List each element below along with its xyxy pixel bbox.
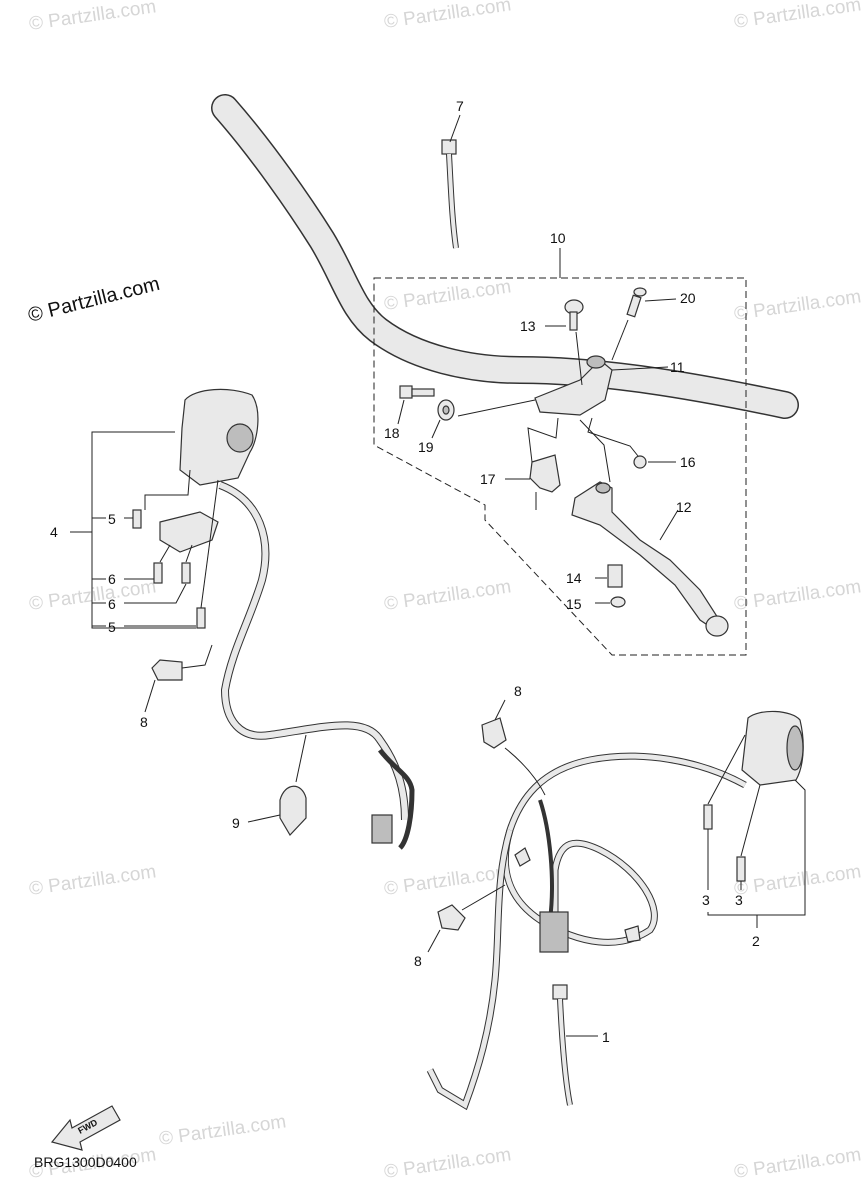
callout-17: 17 [480, 471, 496, 487]
watermark: © Partzilla.com [28, 0, 158, 35]
callout-2: 2 [752, 933, 760, 949]
screw-6-upper [153, 562, 163, 584]
callout-15: 15 [566, 596, 582, 612]
callout-9: 9 [232, 815, 240, 831]
watermark: © Partzilla.com [158, 1111, 288, 1150]
callout-8-lower: 8 [414, 953, 422, 969]
callout-8-upper-right: 8 [514, 683, 522, 699]
clamp-9 [279, 785, 307, 836]
callout-20: 20 [680, 290, 696, 306]
brand-watermark: © Partzilla.com [26, 273, 162, 327]
handlebar [211, 94, 799, 419]
callout-5-lower: 5 [108, 619, 116, 635]
watermark: © Partzilla.com [733, 1144, 863, 1183]
watermark: © Partzilla.com [733, 286, 863, 325]
clamp-8-lower [437, 904, 466, 931]
watermark: © Partzilla.com [383, 1144, 513, 1183]
bolt-13 [564, 299, 584, 331]
callout-10: 10 [550, 230, 566, 246]
clamp-8-upper-right [481, 717, 507, 749]
cable-tie-7 [441, 139, 459, 249]
watermark: © Partzilla.com [733, 861, 863, 900]
callout-11: 11 [670, 359, 685, 375]
cable-tie-1 [552, 984, 573, 1106]
bolt-20 [626, 287, 647, 318]
clutch-lever-12 [571, 481, 729, 637]
screw-5-lower [196, 607, 206, 629]
watermark: © Partzilla.com [28, 576, 158, 615]
callout-1: 1 [602, 1029, 610, 1045]
callout-13: 13 [520, 318, 536, 334]
screw-6-lower [181, 562, 191, 584]
diagram-code: BRG1300D0400 [34, 1154, 137, 1170]
handlebar-switch-right [741, 710, 804, 786]
callout-12: 12 [676, 499, 692, 515]
callout-16: 16 [680, 454, 696, 470]
screw-3-left [703, 804, 713, 830]
callout-6-lower: 6 [108, 596, 116, 612]
callout-7: 7 [456, 98, 464, 114]
callout-4: 4 [50, 524, 58, 540]
circlip-15 [610, 596, 626, 608]
washer-19 [437, 399, 455, 421]
clamp-8-left [151, 659, 183, 681]
watermark: © Partzilla.com [383, 276, 513, 315]
watermark: © Partzilla.com [733, 0, 863, 33]
callout-6-upper: 6 [108, 571, 116, 587]
watermark: © Partzilla.com [28, 861, 158, 900]
collar-14 [607, 564, 623, 588]
watermark: © Partzilla.com [383, 0, 513, 33]
callout-14: 14 [566, 570, 582, 586]
watermark: © Partzilla.com [733, 576, 863, 615]
callout-3-right: 3 [735, 892, 743, 908]
watermark: © Partzilla.com [383, 576, 513, 615]
right-switch-wiring [426, 752, 747, 1111]
callout-18: 18 [384, 425, 400, 441]
left-switch-wiring [218, 481, 415, 850]
assembly-10-outline [373, 277, 747, 656]
screw-3-right [736, 856, 746, 882]
watermark-layer: © Partzilla.com © Partzilla.com © Partzi… [28, 0, 863, 1183]
handlebar-switch-left [159, 388, 259, 553]
nut-16 [633, 455, 647, 469]
fwd-arrow-icon: FWD [50, 1105, 121, 1151]
watermark: © Partzilla.com [383, 861, 513, 900]
callout-5-upper: 5 [108, 511, 116, 527]
callout-3-left: 3 [702, 892, 710, 908]
callout-19: 19 [418, 439, 434, 455]
bolt-18 [399, 385, 435, 399]
screw-5-upper [132, 509, 142, 529]
switch-17 [529, 454, 561, 493]
lever-holder-11 [534, 355, 613, 416]
callout-8-left: 8 [140, 714, 148, 730]
